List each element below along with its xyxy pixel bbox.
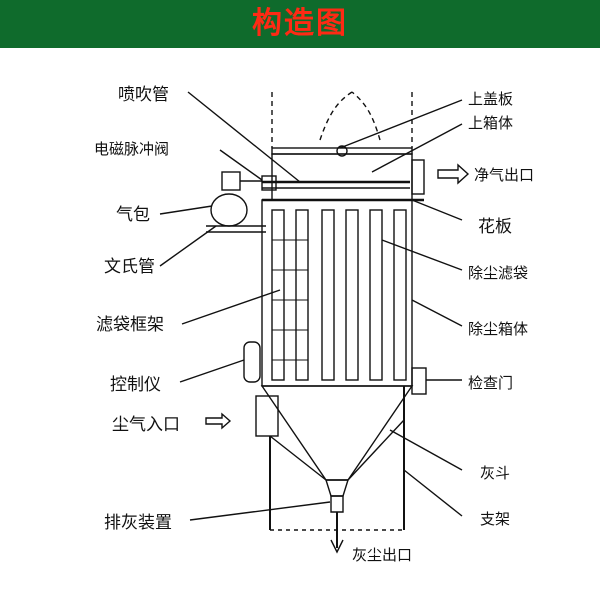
inspection-door-shape <box>411 367 427 395</box>
dust-inlet-arrow <box>205 412 232 430</box>
filter-bag-3 <box>369 209 383 381</box>
filter-bag-2 <box>345 209 359 381</box>
page-title: 构造图 <box>252 6 348 41</box>
top-cover-plate <box>271 147 413 155</box>
cover-arc-left <box>319 91 353 141</box>
ash-discharge-shape <box>330 495 344 513</box>
bag-frame-2 <box>295 209 309 381</box>
label-support: 支架 <box>480 510 511 528</box>
cover-arc-right <box>351 91 381 141</box>
ash-outlet-arrow <box>330 539 344 554</box>
label-tube-sheet: 花板 <box>478 217 512 237</box>
label-air-bag: 气包 <box>116 205 150 225</box>
filter-bag-4 <box>393 209 407 381</box>
label-pulse-valve: 电磁脉冲阀 <box>94 140 170 158</box>
clean-outlet-arrow <box>437 163 470 185</box>
label-dust-box: 除尘箱体 <box>468 320 529 338</box>
filter-bags <box>271 209 407 381</box>
label-upper-box: 上箱体 <box>468 114 514 132</box>
outlet-flange <box>411 159 425 195</box>
label-controller: 控制仪 <box>110 375 161 395</box>
pulse-valve-shape <box>221 171 241 191</box>
title-banner: 构造图 <box>0 0 600 48</box>
air-bag-shape <box>210 193 248 227</box>
label-blow-pipe: 喷吹管 <box>118 85 169 105</box>
bag-frame-1 <box>271 209 285 381</box>
brace-left <box>269 435 327 481</box>
valve-body <box>261 175 277 191</box>
cover-handle <box>336 145 348 157</box>
label-ash-discharge: 排灰装置 <box>104 513 172 533</box>
label-bag-frame: 滤袋框架 <box>96 315 164 335</box>
label-dust-inlet: 尘气入口 <box>112 415 180 435</box>
label-venturi: 文氏管 <box>104 257 155 277</box>
label-ash-outlet: 灰尘出口 <box>352 546 413 564</box>
brace-right <box>347 419 405 481</box>
controller-shape <box>243 341 261 383</box>
label-filter-bag: 除尘滤袋 <box>468 264 529 282</box>
label-clean-outlet: 净气出口 <box>474 166 535 184</box>
filter-bag-1 <box>321 209 335 381</box>
ash-hopper-shape <box>260 385 414 481</box>
label-top-cover: 上盖板 <box>468 90 514 108</box>
inlet-shape <box>255 395 279 437</box>
label-ash-hopper: 灰斗 <box>480 464 511 482</box>
label-inspection-door: 检查门 <box>468 374 514 392</box>
